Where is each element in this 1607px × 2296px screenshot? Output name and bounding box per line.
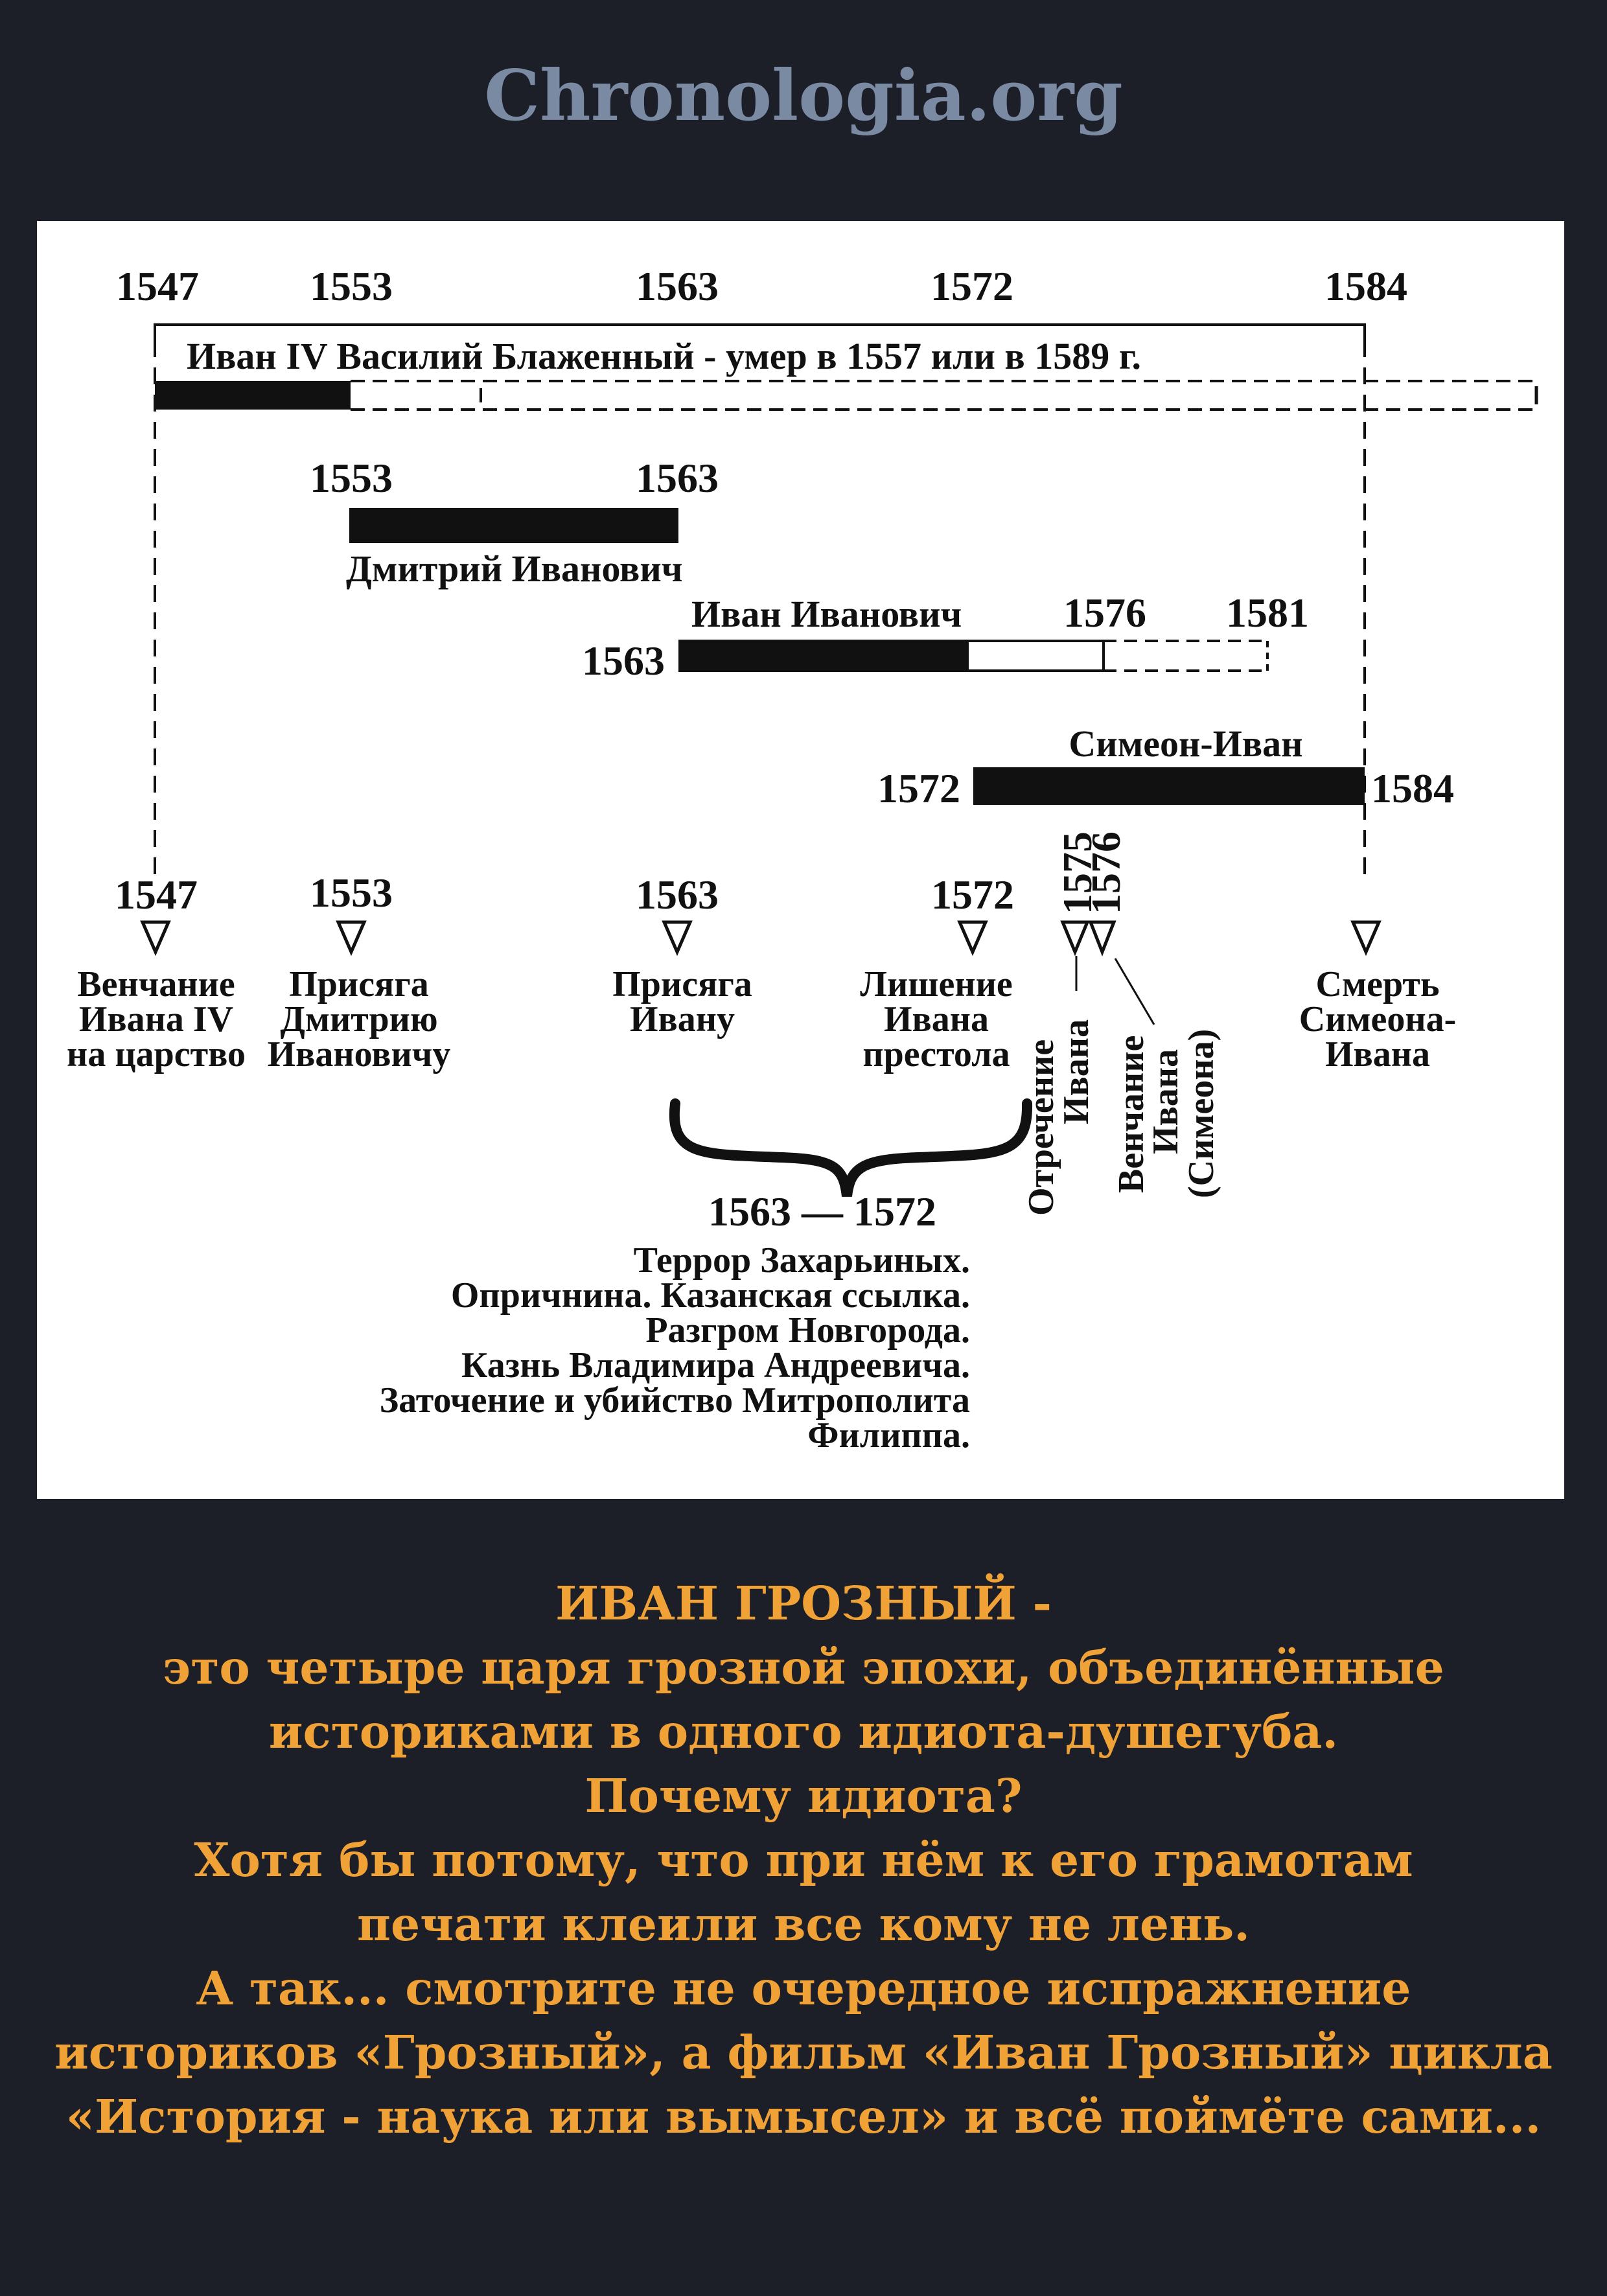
row1-label: Иван IV Василий Блаженный - умер в 1557 …: [187, 335, 1141, 377]
caption-line: Хотя бы потому, что при нём к его грамот…: [194, 1833, 1413, 1887]
period-range: 1563 — 1572: [708, 1189, 936, 1235]
simeon-bar: [973, 767, 1365, 805]
caption-line: Почему идиота?: [584, 1768, 1023, 1823]
event-label-line: Ивана: [1056, 1019, 1096, 1124]
connector-line: [1114, 958, 1155, 1025]
top-year-1563: 1563: [636, 263, 719, 309]
event-label-line: Ивановичу: [268, 1034, 451, 1074]
event-label-line: Ивана IV: [79, 999, 233, 1039]
ivan-iv-bar: [155, 381, 351, 410]
timeline-svg: 1547 1553 1563 1572 1584 Иван IV Василий…: [67, 263, 1540, 1455]
event-label-line: на царство: [67, 1034, 246, 1074]
caption-line: это четыре царя грозной эпохи, объединён…: [163, 1640, 1444, 1695]
event-label-line: Присяга: [612, 964, 752, 1004]
event-label-line: (Симеона): [1181, 1029, 1221, 1198]
event-year: 1563: [636, 872, 719, 918]
top-year-1553: 1553: [310, 263, 393, 309]
caption-line: печати клеили все кому не лень.: [357, 1897, 1250, 1951]
triangle-marker-icon: [957, 920, 988, 957]
event-label-line: Ивану: [630, 999, 735, 1039]
event-label-line: Ивана: [1325, 1034, 1430, 1074]
period-brace: [669, 1098, 1033, 1198]
ivan-ivanovich-start-year: 1563: [582, 638, 665, 684]
period-line: Террор Захарьиных.: [634, 1240, 970, 1281]
event-1584: Смерть Симеона- Ивана: [1299, 920, 1457, 1074]
event-label-line: Присяга: [289, 964, 429, 1004]
top-year-1547: 1547: [116, 263, 199, 309]
triangle-marker-icon: [1350, 920, 1382, 957]
event-label-line: Ивана: [884, 999, 989, 1039]
period-line: Разгром Новгорода.: [645, 1310, 970, 1351]
event-1572: 1572 Лишение Ивана престола: [860, 872, 1014, 1074]
triangle-marker-icon: [662, 920, 693, 957]
event-1547: 1547 Венчание Ивана IV на царство: [67, 872, 246, 1074]
event-1575: 1575 Отречение Ивана: [1021, 831, 1100, 1216]
event-label-line: Лишение: [860, 964, 1013, 1004]
event-label-line: Дмитрию: [280, 999, 437, 1039]
dmitry-name: Дмитрий Иванович: [346, 548, 682, 590]
event-year: 1576: [1083, 831, 1129, 914]
caption-line: историков «Грозный», а фильм «Иван Грозн…: [54, 2025, 1553, 2080]
top-year-1572: 1572: [931, 263, 1013, 309]
event-year: 1553: [310, 870, 393, 916]
dmitry-bar: [349, 508, 678, 543]
event-label-line: Ивана: [1146, 1049, 1186, 1154]
ivan-ivanovich-end-year: 1581: [1226, 590, 1309, 636]
caption-line: историками в одного идиота-душегуба.: [268, 1704, 1339, 1759]
simeon-start-year: 1572: [877, 765, 960, 811]
event-label-line: престола: [862, 1034, 1010, 1074]
caption-text: ИВАН ГРОЗНЫЙ - это четыре царя грозной э…: [0, 1571, 1607, 2149]
event-label-line: Смерть: [1316, 964, 1440, 1004]
triangle-marker-icon: [140, 920, 171, 957]
event-1576: 1576 Венчание Ивана (Симеона): [1083, 831, 1221, 1198]
top-year-1584: 1584: [1324, 263, 1407, 309]
caption-line: ИВАН ГРОЗНЫЙ -: [555, 1576, 1052, 1630]
period-line: Филиппа.: [807, 1415, 970, 1455]
triangle-marker-icon: [1060, 920, 1090, 957]
event-1563: 1563 Присяга Ивану: [612, 872, 752, 1039]
ivan-ivanovich-solid-bar: [678, 640, 967, 672]
ivan-ivanovich-open-bar: [966, 640, 1105, 672]
event-label-line: Симеона-: [1299, 999, 1457, 1039]
site-title: Chronologia.org: [484, 55, 1123, 137]
event-year: 1572: [931, 872, 1014, 918]
caption-line: «История - наука или вымысел» и всё пойм…: [65, 2089, 1542, 2144]
simeon-name: Симеон-Иван: [1069, 723, 1302, 765]
period-line: Опричнина. Казанская ссылка.: [451, 1275, 970, 1316]
caption-line: А так... смотрите не очередное испражнен…: [196, 1961, 1411, 2015]
event-year: 1547: [115, 872, 198, 918]
dmitry-start-year: 1553: [310, 455, 393, 501]
event-label-line: Венчание: [1111, 1036, 1151, 1193]
dmitry-end-year: 1563: [636, 455, 719, 501]
event-label-line: Венчание: [77, 964, 235, 1004]
period-line: Заточение и убийство Митрополита: [380, 1380, 970, 1421]
event-year: 1575: [1054, 831, 1100, 914]
ivan-ivanovich-name: Иван Иванович: [691, 593, 962, 635]
triangle-marker-icon: [1088, 920, 1116, 957]
period-line: Казнь Владимира Андреевича.: [461, 1345, 970, 1386]
event-1553: 1553 Присяга Дмитрию Ивановичу: [268, 870, 451, 1074]
ivan-ivanovich-mid-year: 1576: [1063, 590, 1146, 636]
simeon-end-year: 1584: [1371, 765, 1454, 811]
timeline-diagram: 1547 1553 1563 1572 1584 Иван IV Василий…: [37, 221, 1564, 1499]
triangle-marker-icon: [336, 920, 367, 957]
top-bracket: [154, 323, 1366, 340]
